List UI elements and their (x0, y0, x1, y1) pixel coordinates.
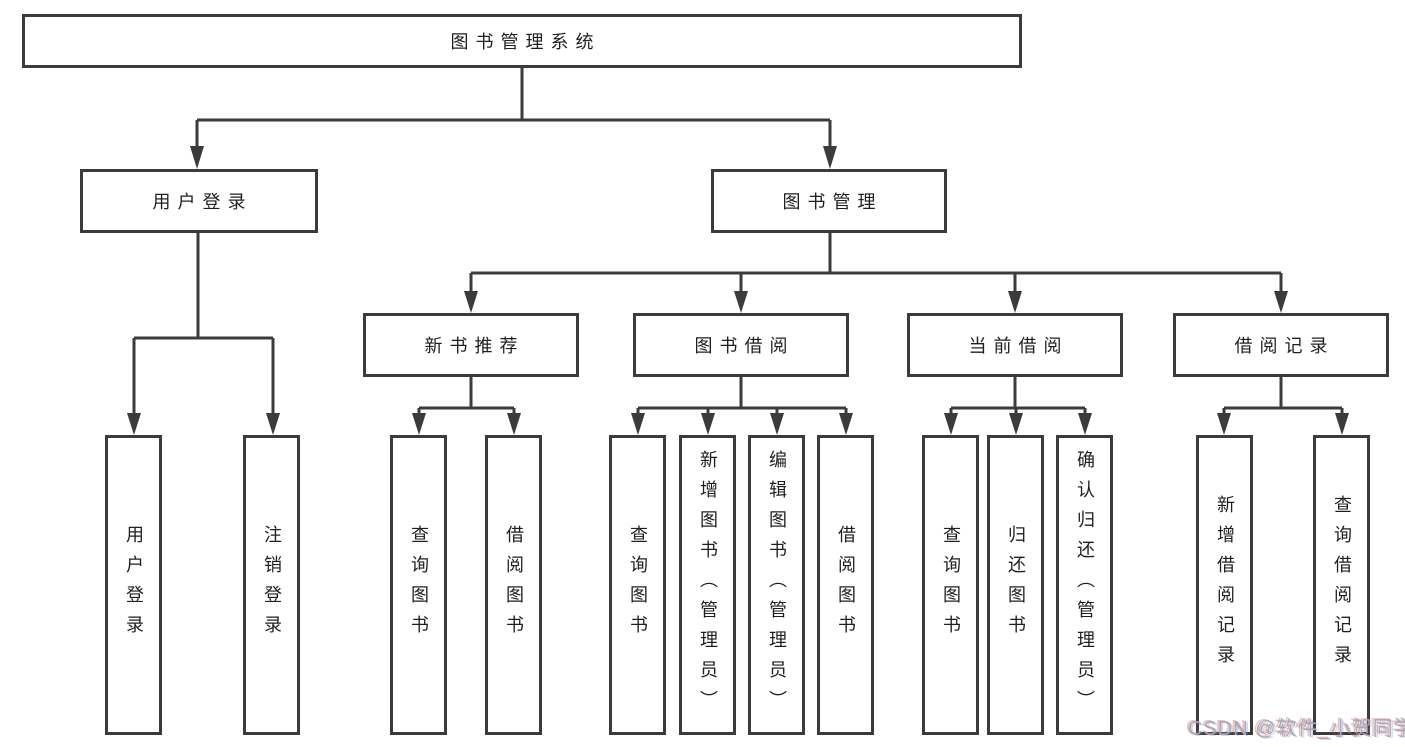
leaf-borrow-books: 借阅图书 (817, 435, 874, 735)
connector-currentborrow-to-leaves (949, 377, 1087, 414)
node-label: 图书管理 (782, 192, 883, 212)
node-label: 图书管理系统 (450, 32, 601, 52)
connector-newbook-to-leaves (417, 377, 516, 414)
node-book-management: 图书管理 (711, 169, 947, 233)
node-borrowing-records: 借阅记录 (1173, 313, 1389, 377)
node-label: 借阅记录 (1234, 336, 1335, 356)
leaf-logout: 注销登录 (243, 435, 300, 735)
node-label: 用户登录 (152, 192, 253, 212)
node-user-login: 用户登录 (80, 169, 318, 233)
node-library-management-system: 图书管理系统 (22, 14, 1022, 68)
leaf-user-login: 用户登录 (105, 435, 162, 735)
connector-bookborrow-to-leaves (636, 377, 848, 414)
leaf-edit-books-admin: 编辑图书（管理员） (748, 435, 805, 735)
leaf-query-books: 查询图书 (922, 435, 979, 735)
leaf-query-books: 查询图书 (390, 435, 447, 735)
node-current-borrowing: 当前借阅 (907, 313, 1123, 377)
leaf-query-borrow-record: 查询借阅记录 (1313, 435, 1370, 735)
arrowheads (127, 146, 1349, 435)
node-label: 图书借阅 (694, 336, 795, 356)
leaf-return-books: 归还图书 (987, 435, 1044, 735)
node-label: 当前借阅 (968, 336, 1069, 356)
connector-userlogin-to-leaves (132, 233, 275, 414)
leaf-add-books-admin: 新增图书（管理员） (679, 435, 736, 735)
leaf-confirm-return-admin: 确认归还（管理员） (1056, 435, 1113, 735)
node-new-book-recommendation: 新书推荐 (363, 313, 579, 377)
connector-records-to-leaves (1222, 377, 1344, 414)
leaf-query-books: 查询图书 (609, 435, 666, 735)
node-book-borrowing: 图书借阅 (633, 313, 849, 377)
leaf-add-borrow-record: 新增借阅记录 (1196, 435, 1253, 735)
connector-root-to-level2 (195, 68, 832, 148)
connector-bookmgmt-to-level3 (469, 233, 1283, 292)
node-label: 新书推荐 (424, 336, 525, 356)
leaf-borrow-books: 借阅图书 (485, 435, 542, 735)
csdn-watermark: CSDN @软件_小贺同学 (1188, 718, 1405, 740)
